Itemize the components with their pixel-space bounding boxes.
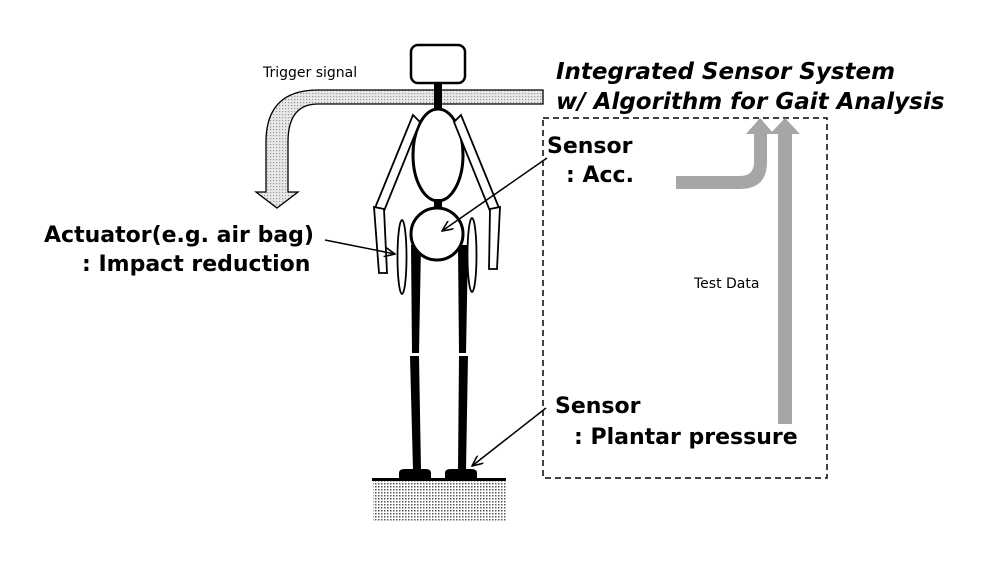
actuator-pointer xyxy=(324,239,395,254)
test-data-label: Test Data xyxy=(694,276,760,292)
ground-line xyxy=(372,478,506,481)
ground xyxy=(373,481,507,521)
pelvis-sensor-location xyxy=(409,206,465,262)
left-foot xyxy=(399,469,431,479)
left-shin xyxy=(410,356,421,470)
sensor-acc-label-line1: Sensor xyxy=(547,134,633,159)
right-air-bag xyxy=(466,217,478,293)
right-foot xyxy=(445,469,477,479)
system-title-line1: Integrated Sensor System xyxy=(556,59,896,85)
left-thigh xyxy=(411,245,421,353)
sensor-plantar-label-line2: : Plantar pressure xyxy=(574,425,798,450)
test-data-arrow xyxy=(770,118,800,424)
sensor-plantar-label-line1: Sensor xyxy=(555,394,641,419)
right-thigh xyxy=(458,245,468,353)
trigger-signal-label: Trigger signal xyxy=(263,65,358,81)
left-air-bag xyxy=(396,219,408,295)
actuator-label-line1: Actuator(e.g. air bag) xyxy=(44,223,314,248)
right-shin xyxy=(458,356,468,470)
sensor-acc-pointer xyxy=(442,157,548,231)
system-title-line2: w/ Algorithm for Gait Analysis xyxy=(556,89,945,115)
sensor-plantar-pointer xyxy=(472,407,547,466)
sensor-acc-label-line2: : Acc. xyxy=(566,163,634,188)
acc-data-arrow xyxy=(676,118,774,189)
integrated-system-box xyxy=(542,117,828,479)
actuator-label-line2: : Impact reduction xyxy=(82,252,311,277)
neck xyxy=(434,83,442,111)
left-forearm xyxy=(373,205,388,274)
waist xyxy=(434,199,442,211)
head xyxy=(409,43,467,85)
right-forearm xyxy=(488,205,501,270)
trigger-signal-arrow xyxy=(254,89,544,209)
